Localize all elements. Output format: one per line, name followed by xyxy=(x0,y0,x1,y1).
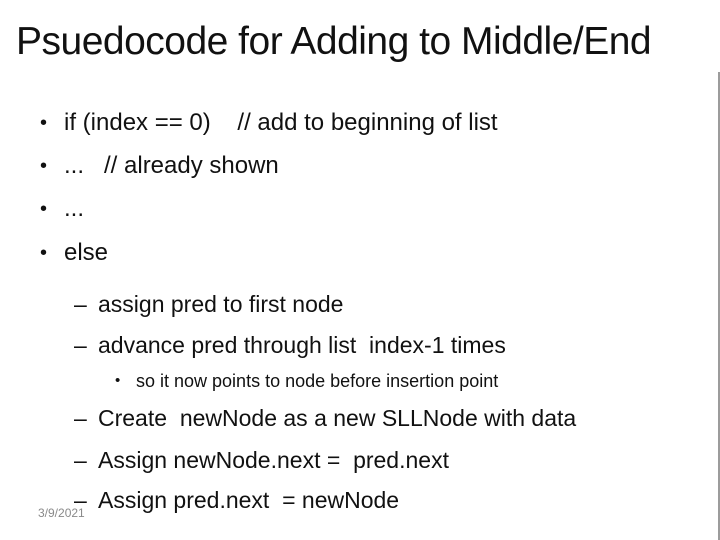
bullet-line: • if (index == 0) // add to beginning of… xyxy=(40,108,498,138)
bullet-icon: • xyxy=(115,372,121,389)
bullet-icon: • xyxy=(40,155,48,177)
bullet-line: • else xyxy=(40,238,108,268)
bullet-line: • ... xyxy=(40,194,84,224)
date-stamp: 3/9/2021 xyxy=(38,506,85,520)
bullet-icon: • xyxy=(40,242,48,264)
bullet-text: assign pred to first node xyxy=(98,291,344,317)
bullet-text: ... // already shown xyxy=(64,152,279,179)
dash-bullet-icon: – xyxy=(74,487,87,513)
bullet-line: – assign pred to first node xyxy=(74,290,343,318)
bullet-text: Create newNode as a new SLLNode with dat… xyxy=(98,405,577,431)
bullet-text: so it now points to node before insertio… xyxy=(136,371,499,391)
dash-bullet-icon: – xyxy=(74,405,87,431)
slide-title: Psuedocode for Adding to Middle/End xyxy=(16,20,652,63)
bullet-line: – Assign pred.next = newNode xyxy=(74,486,399,514)
bullet-text: Assign newNode.next = pred.next xyxy=(98,447,449,473)
bullet-line: – Create newNode as a new SLLNode with d… xyxy=(74,404,576,432)
bullet-line: – Assign newNode.next = pred.next xyxy=(74,446,449,474)
dash-bullet-icon: – xyxy=(74,332,87,358)
content-box-border xyxy=(718,72,720,540)
bullet-text: Assign pred.next = newNode xyxy=(98,487,400,513)
dash-bullet-icon: – xyxy=(74,291,87,317)
bullet-text: ... xyxy=(64,195,85,222)
bullet-icon: • xyxy=(40,112,48,134)
bullet-line: • ... // already shown xyxy=(40,151,279,181)
bullet-line: – advance pred through list index-1 time… xyxy=(74,331,506,359)
bullet-text: else xyxy=(64,239,109,266)
dash-bullet-icon: – xyxy=(74,447,87,473)
bullet-text: if (index == 0) // add to beginning of l… xyxy=(64,109,498,136)
bullet-line: • so it now points to node before insert… xyxy=(115,370,498,392)
bullet-text: advance pred through list index-1 times xyxy=(98,332,506,358)
bullet-icon: • xyxy=(40,198,48,220)
